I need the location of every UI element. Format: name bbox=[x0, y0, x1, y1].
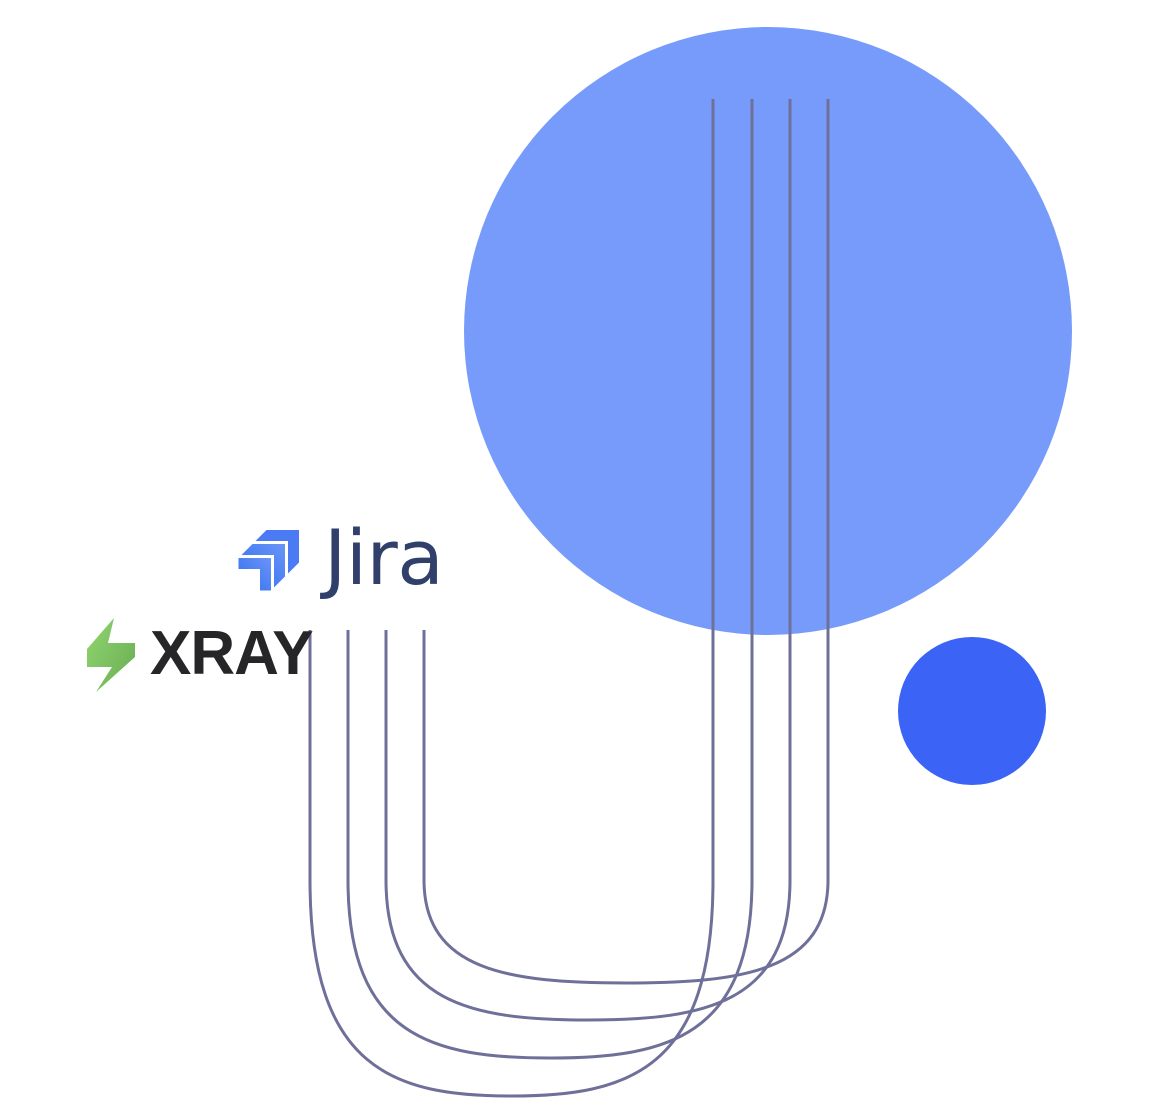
jira-chevron-middle bbox=[241, 544, 285, 588]
jira-chevron-top bbox=[255, 530, 299, 574]
xray-bolt-icon bbox=[84, 617, 138, 693]
u-curve-4 bbox=[422, 99, 830, 985]
jira-logo[interactable]: Jira bbox=[236, 520, 444, 596]
jira-logo-icon bbox=[236, 528, 302, 594]
small-blue-circle bbox=[898, 637, 1046, 785]
u-curve-2 bbox=[346, 99, 754, 1060]
xray-wordmark: XRAY bbox=[150, 619, 314, 688]
u-curve-3 bbox=[384, 99, 792, 1022]
xray-logo[interactable]: XRAY bbox=[84, 617, 314, 693]
xray-bolt-shape bbox=[87, 618, 135, 692]
jira-chevron-bottom bbox=[238, 558, 271, 591]
large-blue-circle bbox=[464, 27, 1072, 635]
jira-wordmark: Jira bbox=[324, 513, 444, 602]
nested-u-curves bbox=[308, 99, 830, 1098]
u-curve-1 bbox=[308, 99, 715, 1098]
